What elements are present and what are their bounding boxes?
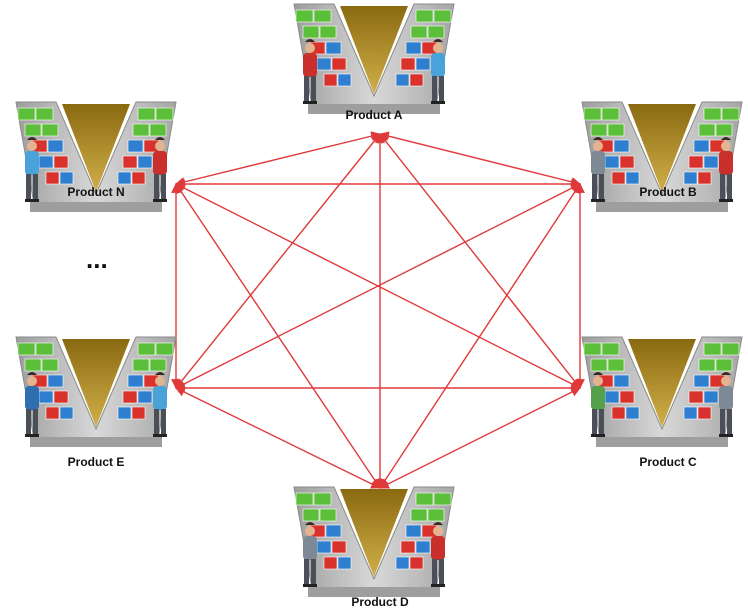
product-node-d: Product D [293, 486, 455, 609]
product-label: Product A [346, 108, 403, 122]
person-left-figure [303, 39, 317, 104]
product-label: Product E [68, 455, 125, 469]
product-node-a: Product A [293, 3, 455, 122]
product-node-b: Product B [581, 101, 743, 212]
product-label: Product B [639, 185, 697, 199]
nodes-layer: Product A Product B Product C Product D Prod… [15, 3, 743, 609]
connection-arrow-a-c [379, 133, 581, 389]
connections-layer [171, 131, 585, 489]
product-node-e: Product E [15, 336, 177, 469]
person-left-figure [591, 137, 605, 202]
v-model-funnel [15, 336, 177, 447]
person-right-figure [431, 522, 445, 587]
person-right-figure [719, 372, 733, 437]
person-left-figure [303, 522, 317, 587]
person-right-figure [431, 39, 445, 104]
connection-arrow-c-d [379, 387, 581, 489]
more-products-ellipsis: ... [86, 244, 108, 274]
connection-arrow-a-n [175, 131, 381, 187]
v-model-funnel [293, 3, 455, 114]
person-left-figure [25, 137, 39, 202]
person-left-figure [25, 372, 39, 437]
product-node-c: Product C [581, 336, 743, 469]
person-right-figure [153, 372, 167, 437]
v-model-funnel [581, 336, 743, 447]
product-label: Product C [639, 455, 697, 469]
v-model-funnel [581, 101, 743, 212]
connection-arrow-d-e [175, 387, 381, 489]
person-right-figure [153, 137, 167, 202]
v-model-funnel [293, 486, 455, 597]
product-label: Product D [351, 595, 409, 609]
connection-arrow-d-n [175, 183, 381, 489]
connection-arrow-a-e [175, 133, 381, 389]
person-right-figure [719, 137, 733, 202]
connection-arrow-b-d [379, 183, 581, 489]
product-node-n: Product N [15, 101, 177, 212]
v-model-funnel [15, 101, 177, 212]
product-label: Product N [67, 185, 124, 199]
person-left-figure [591, 372, 605, 437]
connection-arrow-a-b [379, 131, 581, 187]
